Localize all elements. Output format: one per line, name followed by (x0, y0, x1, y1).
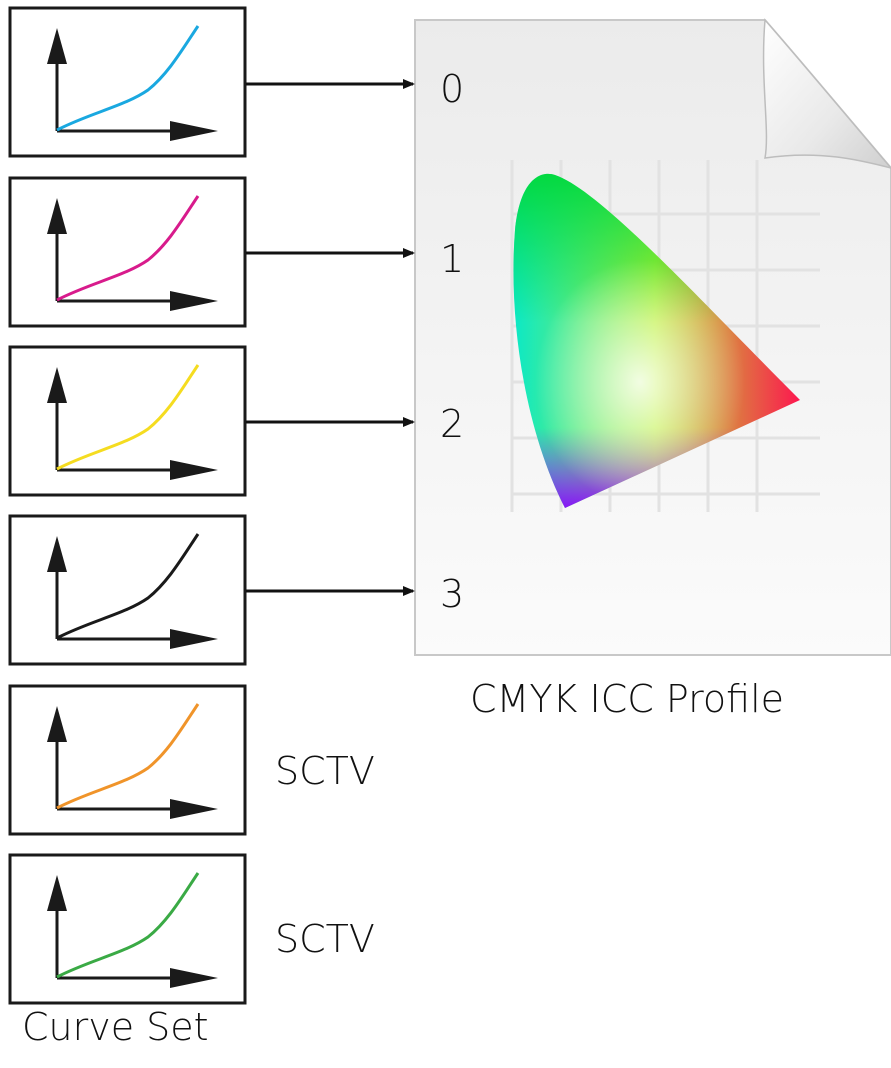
y-axis-arrowhead (47, 536, 67, 572)
channel-label-2: 2 (440, 402, 465, 446)
curve-box-frame (8, 684, 247, 836)
x-axis-arrowhead (170, 968, 218, 988)
x-axis-arrowhead (170, 291, 218, 311)
curve-box-frame (8, 176, 247, 328)
curve-box-frame (8, 345, 247, 497)
curve-box-frame (8, 853, 247, 1005)
x-axis-arrowhead (170, 629, 218, 649)
x-axis-arrowhead (170, 799, 218, 819)
tone-curve (56, 364, 200, 471)
sctv-label-2: SCTV (275, 917, 375, 961)
y-axis-arrowhead (47, 706, 67, 742)
tone-curve (56, 872, 200, 979)
x-axis-arrowhead (170, 460, 218, 480)
tone-curve (56, 195, 200, 302)
curve-box-frame (8, 514, 247, 666)
icc-profile-document-icon (414, 18, 891, 656)
curve-box-2 (8, 345, 247, 497)
curve-box-5 (8, 853, 247, 1005)
channel-label-3: 3 (440, 572, 465, 616)
curve-box-0 (8, 6, 247, 158)
curve-box-frame (8, 6, 247, 158)
y-axis-arrowhead (47, 875, 67, 911)
channel-label-1: 1 (440, 237, 465, 281)
channel-label-0: 0 (440, 67, 465, 111)
tone-curve (56, 533, 200, 640)
profile-label: CMYK ICC Profile (470, 677, 785, 721)
curve-box-3 (8, 514, 247, 666)
curve-set-label: Curve Set (22, 1005, 209, 1049)
curve-box-1 (8, 176, 247, 328)
sctv-label-1: SCTV (275, 749, 375, 793)
x-axis-arrowhead (170, 121, 218, 141)
y-axis-arrowhead (47, 198, 67, 234)
curve-box-4 (8, 684, 247, 836)
tone-curve (56, 25, 200, 132)
y-axis-arrowhead (47, 367, 67, 403)
y-axis-arrowhead (47, 28, 67, 64)
tone-curve (56, 703, 200, 810)
